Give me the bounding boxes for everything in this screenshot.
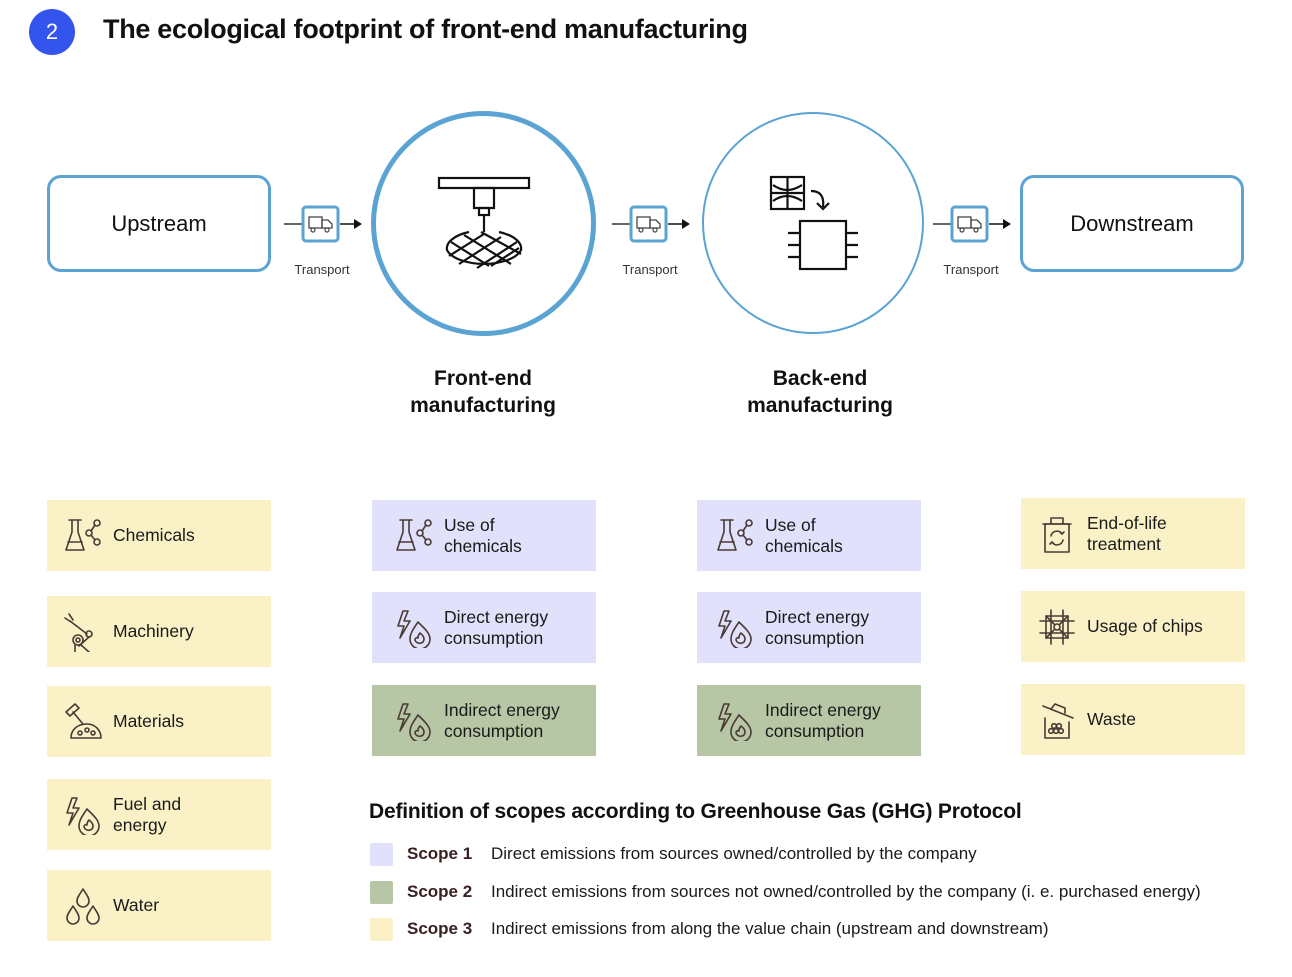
section-number-badge: 2	[29, 9, 75, 55]
card-materials: Materials	[47, 686, 271, 757]
page-title: The ecological footprint of front-end ma…	[103, 14, 748, 44]
legend-scope-label: Scope 1	[407, 844, 473, 863]
card-water: Water	[47, 870, 271, 941]
lightning-flame-icon	[397, 609, 431, 648]
front-end-label-line2: manufacturing	[410, 394, 556, 417]
recycle-bin-icon	[1042, 516, 1072, 553]
front-end-circle	[371, 111, 596, 336]
legend-swatch	[370, 842, 393, 866]
lightning-flame-icon	[718, 702, 752, 741]
waste-bin-icon	[1042, 702, 1074, 739]
lightning-flame-icon	[397, 702, 431, 741]
back-end-label-line1: Back-end	[772, 367, 868, 390]
card-fuel-energy: Fuel and energy	[47, 779, 271, 850]
legend-scope-description: Indirect emissions from sources not owne…	[491, 882, 1201, 901]
transport-connector-3: Transport	[931, 200, 1021, 280]
chip-packaging-icon	[769, 175, 858, 271]
transport-label: Transport	[622, 262, 678, 277]
robot-arm-icon	[64, 612, 93, 652]
truck-icon	[612, 205, 690, 243]
lightning-flame-icon	[66, 796, 100, 835]
card-back-indirect-energy: Indirect energy consumption	[697, 685, 921, 756]
card-back-use-of-chemicals: Use of chemicals	[697, 500, 921, 571]
card-label: Machinery	[113, 621, 194, 641]
back-end-label: Back-end manufacturing	[700, 365, 940, 419]
legend-swatch	[370, 880, 393, 904]
truck-icon	[933, 205, 1011, 243]
card-machinery: Machinery	[47, 596, 271, 667]
upstream-box: Upstream	[47, 175, 271, 272]
back-end-label-line2: manufacturing	[747, 394, 893, 417]
card-label: Indirect energy consumption	[444, 699, 560, 741]
transport-label: Transport	[294, 262, 350, 277]
transport-connector-2: Transport	[610, 200, 700, 280]
card-usage-of-chips: Usage of chips	[1021, 591, 1245, 662]
lightning-flame-icon	[718, 609, 752, 648]
card-label: End-of-life treatment	[1087, 512, 1167, 554]
card-label: Chemicals	[113, 525, 195, 545]
card-label: Fuel and energy	[113, 793, 182, 835]
card-label: Use of chemicals	[765, 514, 843, 556]
chemicals-flask-icon	[396, 518, 432, 551]
wafer-deposition-icon	[437, 176, 530, 269]
transport-connector-1: Transport	[282, 200, 372, 280]
legend-item-scope1: Scope 1 Direct emissions from sources ow…	[370, 842, 977, 866]
card-chemicals: Chemicals	[47, 500, 271, 571]
front-end-label: Front-end manufacturing	[363, 365, 603, 419]
legend-scope-description: Indirect emissions from along the value …	[491, 919, 1049, 938]
mining-hammer-icon	[65, 702, 102, 739]
card-label: Materials	[113, 711, 184, 731]
legend-item-scope3: Scope 3 Indirect emissions from along th…	[370, 917, 1049, 941]
card-front-use-of-chemicals: Use of chemicals	[372, 500, 596, 571]
legend-scope-label: Scope 2	[407, 882, 473, 901]
card-label: Waste	[1087, 709, 1136, 729]
legend-title: Definition of scopes according to Greenh…	[369, 800, 1022, 823]
transport-label: Transport	[943, 262, 999, 277]
card-label: Direct energy consumption	[444, 606, 549, 648]
chip-icon	[1039, 608, 1075, 645]
back-end-circle	[702, 112, 924, 334]
card-waste: Waste	[1021, 684, 1245, 755]
card-label: Water	[113, 895, 160, 915]
truck-icon	[284, 205, 362, 243]
card-label: Direct energy consumption	[765, 606, 870, 648]
card-label: Use of chemicals	[444, 514, 522, 556]
legend-swatch	[370, 917, 393, 941]
card-back-direct-energy: Direct energy consumption	[697, 592, 921, 663]
card-label: Usage of chips	[1087, 616, 1203, 636]
water-drops-icon	[66, 887, 100, 925]
legend-scope-label: Scope 3	[407, 919, 473, 938]
legend-item-scope2: Scope 2 Indirect emissions from sources …	[370, 880, 1201, 904]
card-front-indirect-energy: Indirect energy consumption	[372, 685, 596, 756]
card-end-of-life: End-of-life treatment	[1021, 498, 1245, 569]
chemicals-flask-icon	[65, 518, 101, 551]
downstream-box: Downstream	[1020, 175, 1244, 272]
front-end-label-line1: Front-end	[434, 367, 532, 390]
card-front-direct-energy: Direct energy consumption	[372, 592, 596, 663]
chemicals-flask-icon	[717, 518, 753, 551]
legend-scope-description: Direct emissions from sources owned/cont…	[491, 844, 977, 863]
card-label: Indirect energy consumption	[765, 699, 881, 741]
